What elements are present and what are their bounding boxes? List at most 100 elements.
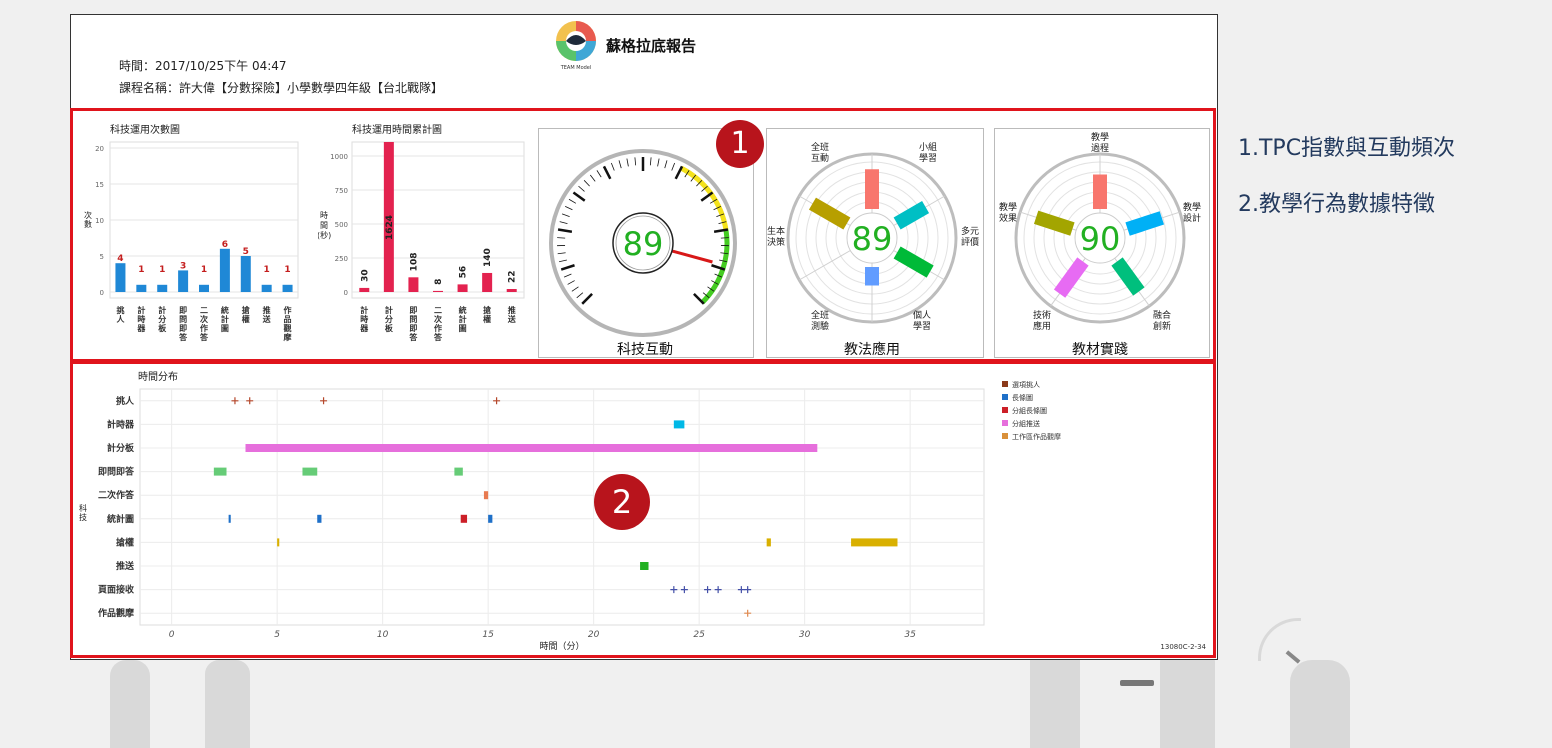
x-tick-label: 即 <box>179 306 187 315</box>
timeline-segment <box>640 562 649 570</box>
radial-category-label: 個人 <box>913 309 931 321</box>
data-label: 8 <box>434 279 444 285</box>
y-tick-label: 5 <box>100 253 104 261</box>
timeline-point <box>680 586 688 594</box>
plot-area <box>139 388 985 626</box>
plot-area <box>351 141 525 299</box>
gauge-minor-tick <box>565 206 573 211</box>
radial-category-label: 應用 <box>1033 320 1051 332</box>
y-tick-label: 搶權 <box>116 536 134 548</box>
timeline-point <box>670 586 678 594</box>
bar <box>157 284 168 292</box>
report-time: 時間：2017/10/25下午 04:47 <box>119 59 287 73</box>
gauge-hub-ring <box>615 215 671 271</box>
data-label: 1624 <box>385 215 395 240</box>
data-label: 1 <box>201 265 207 275</box>
x-tick-label: 觀 <box>284 323 292 333</box>
gauge-minor-tick <box>719 259 728 263</box>
data-label: 1 <box>284 265 290 275</box>
bar <box>408 277 419 292</box>
timeline-point <box>714 586 722 594</box>
bar <box>383 142 394 292</box>
gauge-minor-tick <box>568 198 577 204</box>
marker-1: 1 <box>716 120 764 168</box>
gauge-major-tick <box>711 264 726 271</box>
timeline-point <box>737 586 745 594</box>
gauge-minor-tick <box>576 292 584 299</box>
gauge-minor-tick <box>578 185 585 192</box>
legend-label: 分組長條圖 <box>1012 406 1047 415</box>
radial-category-label: 生本 <box>767 225 785 237</box>
y-axis-label: 時 <box>320 211 328 220</box>
timeline-point <box>246 397 254 405</box>
y-axis-label: 數 <box>84 219 92 229</box>
y-tick-label: 計時器 <box>107 418 135 430</box>
x-tick-label: 5 <box>274 630 280 640</box>
x-tick-label: 作 <box>200 323 208 333</box>
x-tick-label: 搶 <box>483 305 491 315</box>
gauge-major-tick <box>674 165 684 180</box>
data-label: 5 <box>243 247 249 257</box>
x-tick-label: 作 <box>434 323 442 333</box>
gauge-major-tick <box>693 293 705 305</box>
x-tick-label: 器 <box>359 324 369 333</box>
bar <box>482 272 493 292</box>
x-tick-label: 問 <box>409 315 417 324</box>
x-tick-label: 二 <box>200 306 208 315</box>
radial-bar <box>808 197 851 230</box>
gauge-minor-tick <box>720 252 729 255</box>
data-label: 108 <box>409 253 419 272</box>
timeline-segment <box>673 420 685 429</box>
gauge-minor-tick <box>707 286 715 292</box>
data-label: 56 <box>459 266 469 279</box>
radial-category-label: 全班 <box>811 309 829 321</box>
timeline-segment <box>460 514 468 523</box>
gauge-minor-tick <box>690 174 697 182</box>
legend-swatch <box>1002 420 1008 426</box>
bar <box>433 290 443 292</box>
radial-center <box>1074 212 1126 264</box>
side-note-2: 2.教學行為數據特徵 <box>1238 192 1435 217</box>
data-label: 140 <box>483 248 493 267</box>
legend-label: 分組推送 <box>1012 419 1040 428</box>
x-tick-label: 品 <box>284 315 292 324</box>
x-tick-label: 15 <box>482 630 494 640</box>
gauge-value: 89 <box>623 225 664 263</box>
x-tick-label: 計 <box>360 305 368 315</box>
y-tick-label: 計分板 <box>107 442 135 454</box>
x-tick-label: 10 <box>377 630 389 640</box>
gauge-minor-tick <box>714 273 723 278</box>
x-tick-label: 計 <box>385 305 393 315</box>
radial-category-label: 設計 <box>1183 212 1201 224</box>
gauge-minor-tick <box>713 206 721 211</box>
x-tick-label: 計 <box>137 305 145 315</box>
wifi-icon <box>1258 618 1301 661</box>
timeline-segment <box>228 514 231 523</box>
timeline-segment <box>213 467 227 476</box>
legend-swatch <box>1002 394 1008 400</box>
timeline-segment <box>245 444 818 452</box>
gauge-minor-tick <box>684 170 690 178</box>
x-tick-label: 器 <box>136 324 146 333</box>
gauge-minor-tick <box>696 180 703 187</box>
gauge-minor-tick <box>626 158 629 167</box>
x-tick-label: 計 <box>459 314 467 324</box>
x-tick-label: 答 <box>409 332 418 342</box>
x-tick-label: 推 <box>508 305 516 315</box>
x-tick-label: 統 <box>459 305 467 315</box>
radial-title: 教法應用 <box>844 341 900 358</box>
radial-category-label: 技術 <box>1033 309 1051 321</box>
radial-category-label: 互動 <box>811 153 829 164</box>
silhouette-decor <box>110 660 150 748</box>
bar <box>178 270 189 292</box>
y-tick-label: 推送 <box>116 560 135 572</box>
x-tick-label: 推 <box>263 305 271 315</box>
data-label: 1 <box>264 265 270 275</box>
radial-bar <box>893 246 934 278</box>
x-tick-label: 送 <box>507 314 517 324</box>
x-tick-label: 二 <box>434 306 442 315</box>
x-tick-label: 圖 <box>459 323 467 333</box>
radial-bar <box>1053 257 1089 298</box>
timeline-point <box>231 397 239 405</box>
